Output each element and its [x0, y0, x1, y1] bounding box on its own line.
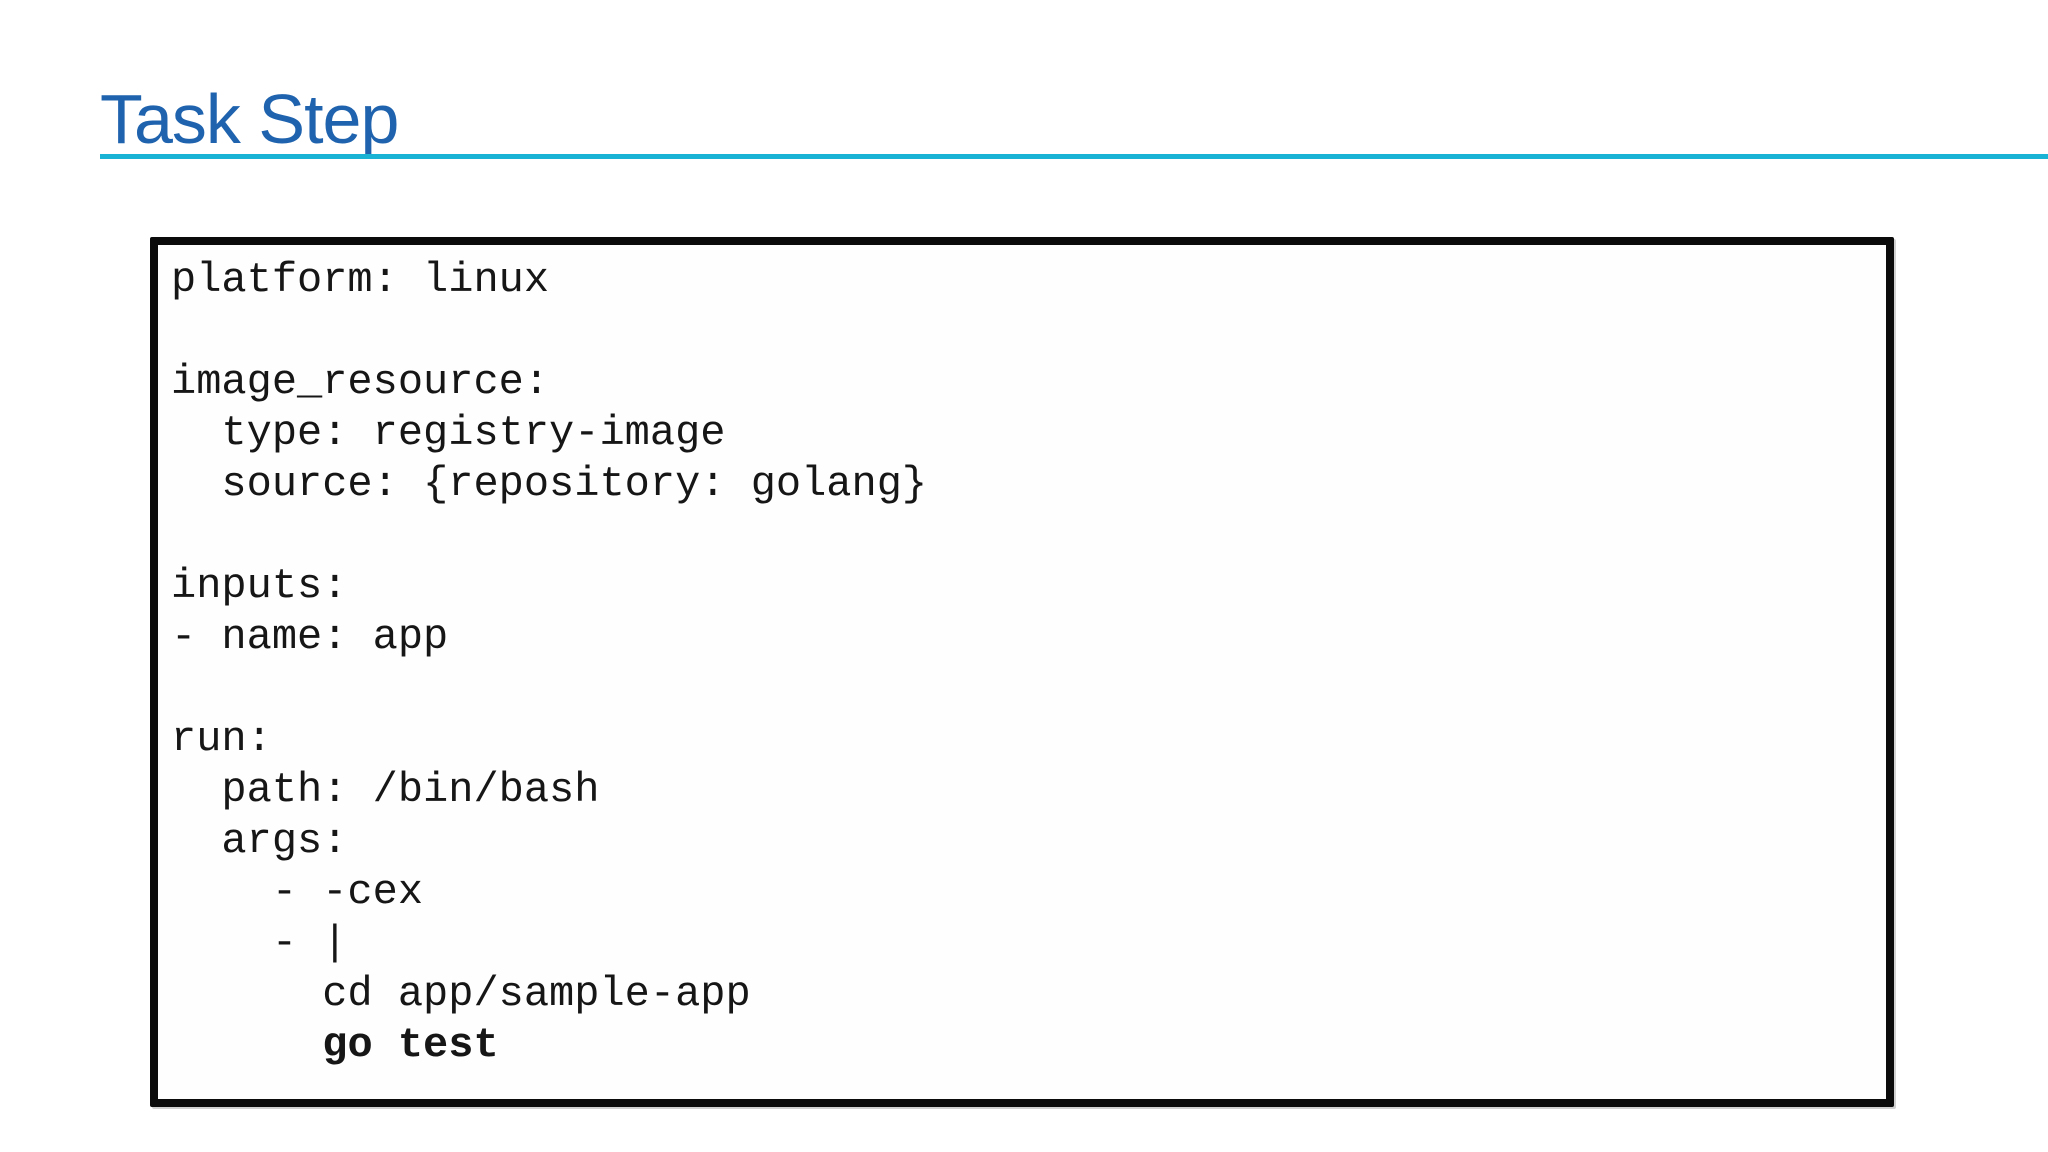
code-segment: cd app/sample-app	[171, 970, 751, 1018]
code-segment-bold: go test	[322, 1021, 499, 1069]
code-segment: - |	[171, 919, 348, 967]
code-line: - |	[171, 918, 1876, 969]
code-segment: - -cex	[171, 868, 424, 916]
code-segment: - name: app	[171, 613, 449, 661]
yaml-task-config-box: platform: linux image_resource: type: re…	[150, 237, 1894, 1107]
code-segment: inputs:	[171, 562, 348, 610]
code-line: - -cex	[171, 867, 1876, 918]
code-line	[171, 306, 1876, 357]
code-line: go test	[171, 1020, 1876, 1071]
code-line: image_resource:	[171, 357, 1876, 408]
code-line: run:	[171, 714, 1876, 765]
yaml-task-config-code: platform: linux image_resource: type: re…	[158, 245, 1886, 1071]
code-line: inputs:	[171, 561, 1876, 612]
code-segment: run:	[171, 715, 272, 763]
code-segment	[171, 1021, 322, 1069]
code-line: path: /bin/bash	[171, 765, 1876, 816]
slide-title: Task Step	[100, 80, 399, 158]
code-line: source: {repository: golang}	[171, 459, 1876, 510]
code-line: platform: linux	[171, 255, 1876, 306]
code-line: args:	[171, 816, 1876, 867]
code-line	[171, 510, 1876, 561]
code-segment: source: {repository: golang}	[171, 460, 928, 508]
code-line: type: registry-image	[171, 408, 1876, 459]
code-segment: type: registry-image	[171, 409, 726, 457]
code-segment: image_resource:	[171, 358, 550, 406]
code-segment: path: /bin/bash	[171, 766, 600, 814]
code-segment: platform: linux	[171, 256, 550, 304]
code-line	[171, 663, 1876, 714]
title-underline	[100, 154, 2048, 159]
code-line: cd app/sample-app	[171, 969, 1876, 1020]
code-segment: args:	[171, 817, 348, 865]
code-line: - name: app	[171, 612, 1876, 663]
